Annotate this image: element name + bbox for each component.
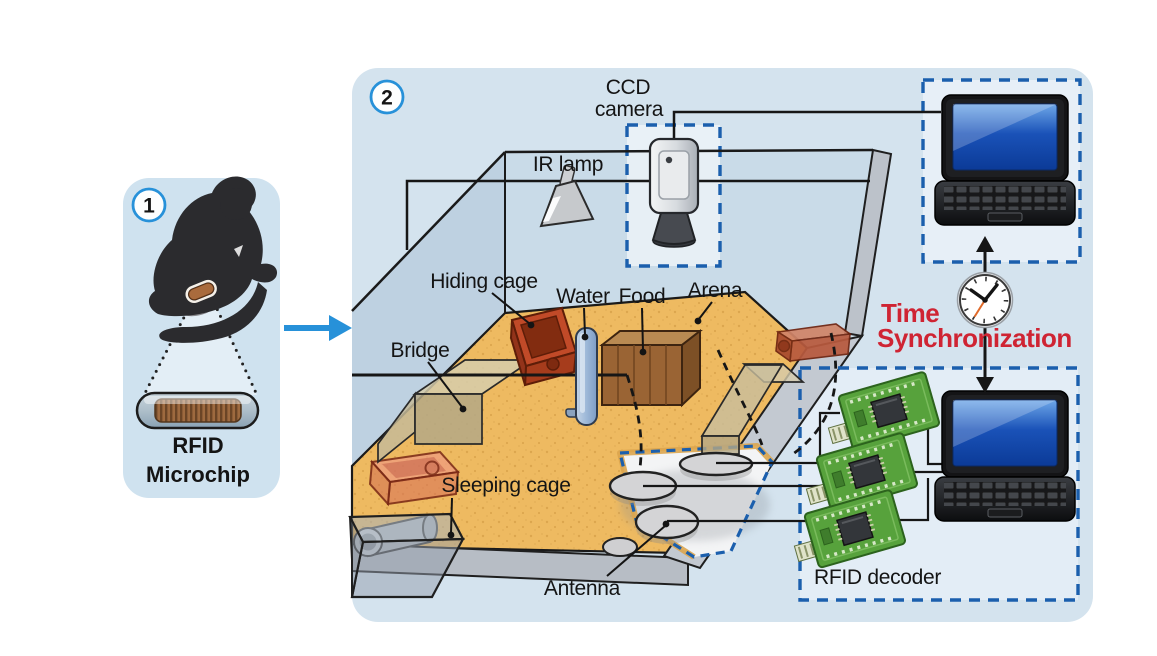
sleeping-cage-icon — [348, 512, 465, 599]
arena-label: Arena — [688, 279, 743, 302]
water-bottle-icon — [565, 327, 598, 426]
rfid-decoder-dashed-box — [798, 366, 1080, 602]
rfid-label-line2: Microchip — [146, 462, 250, 487]
pink-cage-icon — [368, 450, 460, 507]
ir-lamp-cable — [405, 179, 870, 250]
hiding-cage-label: Hiding cage — [430, 270, 538, 293]
ccd-camera-icon — [648, 137, 700, 248]
label-pointers — [427, 292, 713, 577]
laptop-icon-video — [934, 94, 1076, 226]
arrow-down-icon — [976, 377, 994, 393]
ccd-camera-label-line2: camera — [595, 98, 664, 121]
hiding-cage-icon — [509, 306, 578, 387]
arrow-up-icon — [976, 236, 994, 252]
mouse-silhouette — [148, 176, 278, 343]
wall-cut-face — [843, 148, 893, 338]
panel-2-number: 2 — [381, 87, 393, 110]
panel-1-rfid-microchip: RFID Microchip 1 — [123, 176, 280, 498]
hidden-cable-paths — [625, 332, 838, 501]
rfid-label-line1: RFID — [172, 433, 223, 458]
zoom-cone-dotted-lines — [141, 294, 259, 399]
mouse-ear — [220, 188, 252, 220]
rfid-decoder-label: RFID decoder — [814, 566, 941, 589]
panel-1-number-badge: 1 — [131, 187, 167, 223]
food-box-icon — [599, 328, 703, 408]
antenna-wires — [643, 411, 840, 523]
arrow-right-icon — [284, 315, 352, 341]
water-label: Water — [556, 285, 610, 308]
time-sync-label-line1: Time — [881, 298, 939, 328]
rfid-microchip-icon — [135, 391, 260, 430]
clock-icon — [956, 271, 1014, 329]
arena-left-wall-top-edge — [351, 151, 506, 312]
arena-left-wall — [352, 152, 505, 466]
panel-2-number-badge: 2 — [369, 79, 405, 115]
antenna-label: Antenna — [544, 577, 621, 600]
laptop-icon-rfid — [934, 390, 1076, 522]
bridge-label: Bridge — [391, 339, 450, 362]
sleeping-cage-label: Sleeping cage — [441, 474, 570, 497]
antenna-coil-icon-partial — [602, 537, 638, 557]
ir-lamp-icon — [539, 164, 595, 228]
video-computer-dashed-box — [921, 78, 1082, 264]
zoom-cone — [143, 296, 257, 397]
time-sync — [956, 236, 1014, 393]
ccd-camera-label-line1: CCD — [606, 76, 651, 99]
food-label: Food — [619, 285, 666, 308]
time-sync-label-line2: Synchronization — [877, 323, 1072, 353]
panel-1-number: 1 — [143, 195, 155, 218]
ir-lamp-label: IR lamp — [533, 153, 603, 176]
panel-2-arena-setup: CCD camera IR lamp Hiding cage Water Foo… — [348, 68, 1093, 622]
implanted-chip-icon — [185, 279, 217, 304]
ramp-icon — [700, 363, 806, 455]
camera-cable — [672, 110, 941, 139]
